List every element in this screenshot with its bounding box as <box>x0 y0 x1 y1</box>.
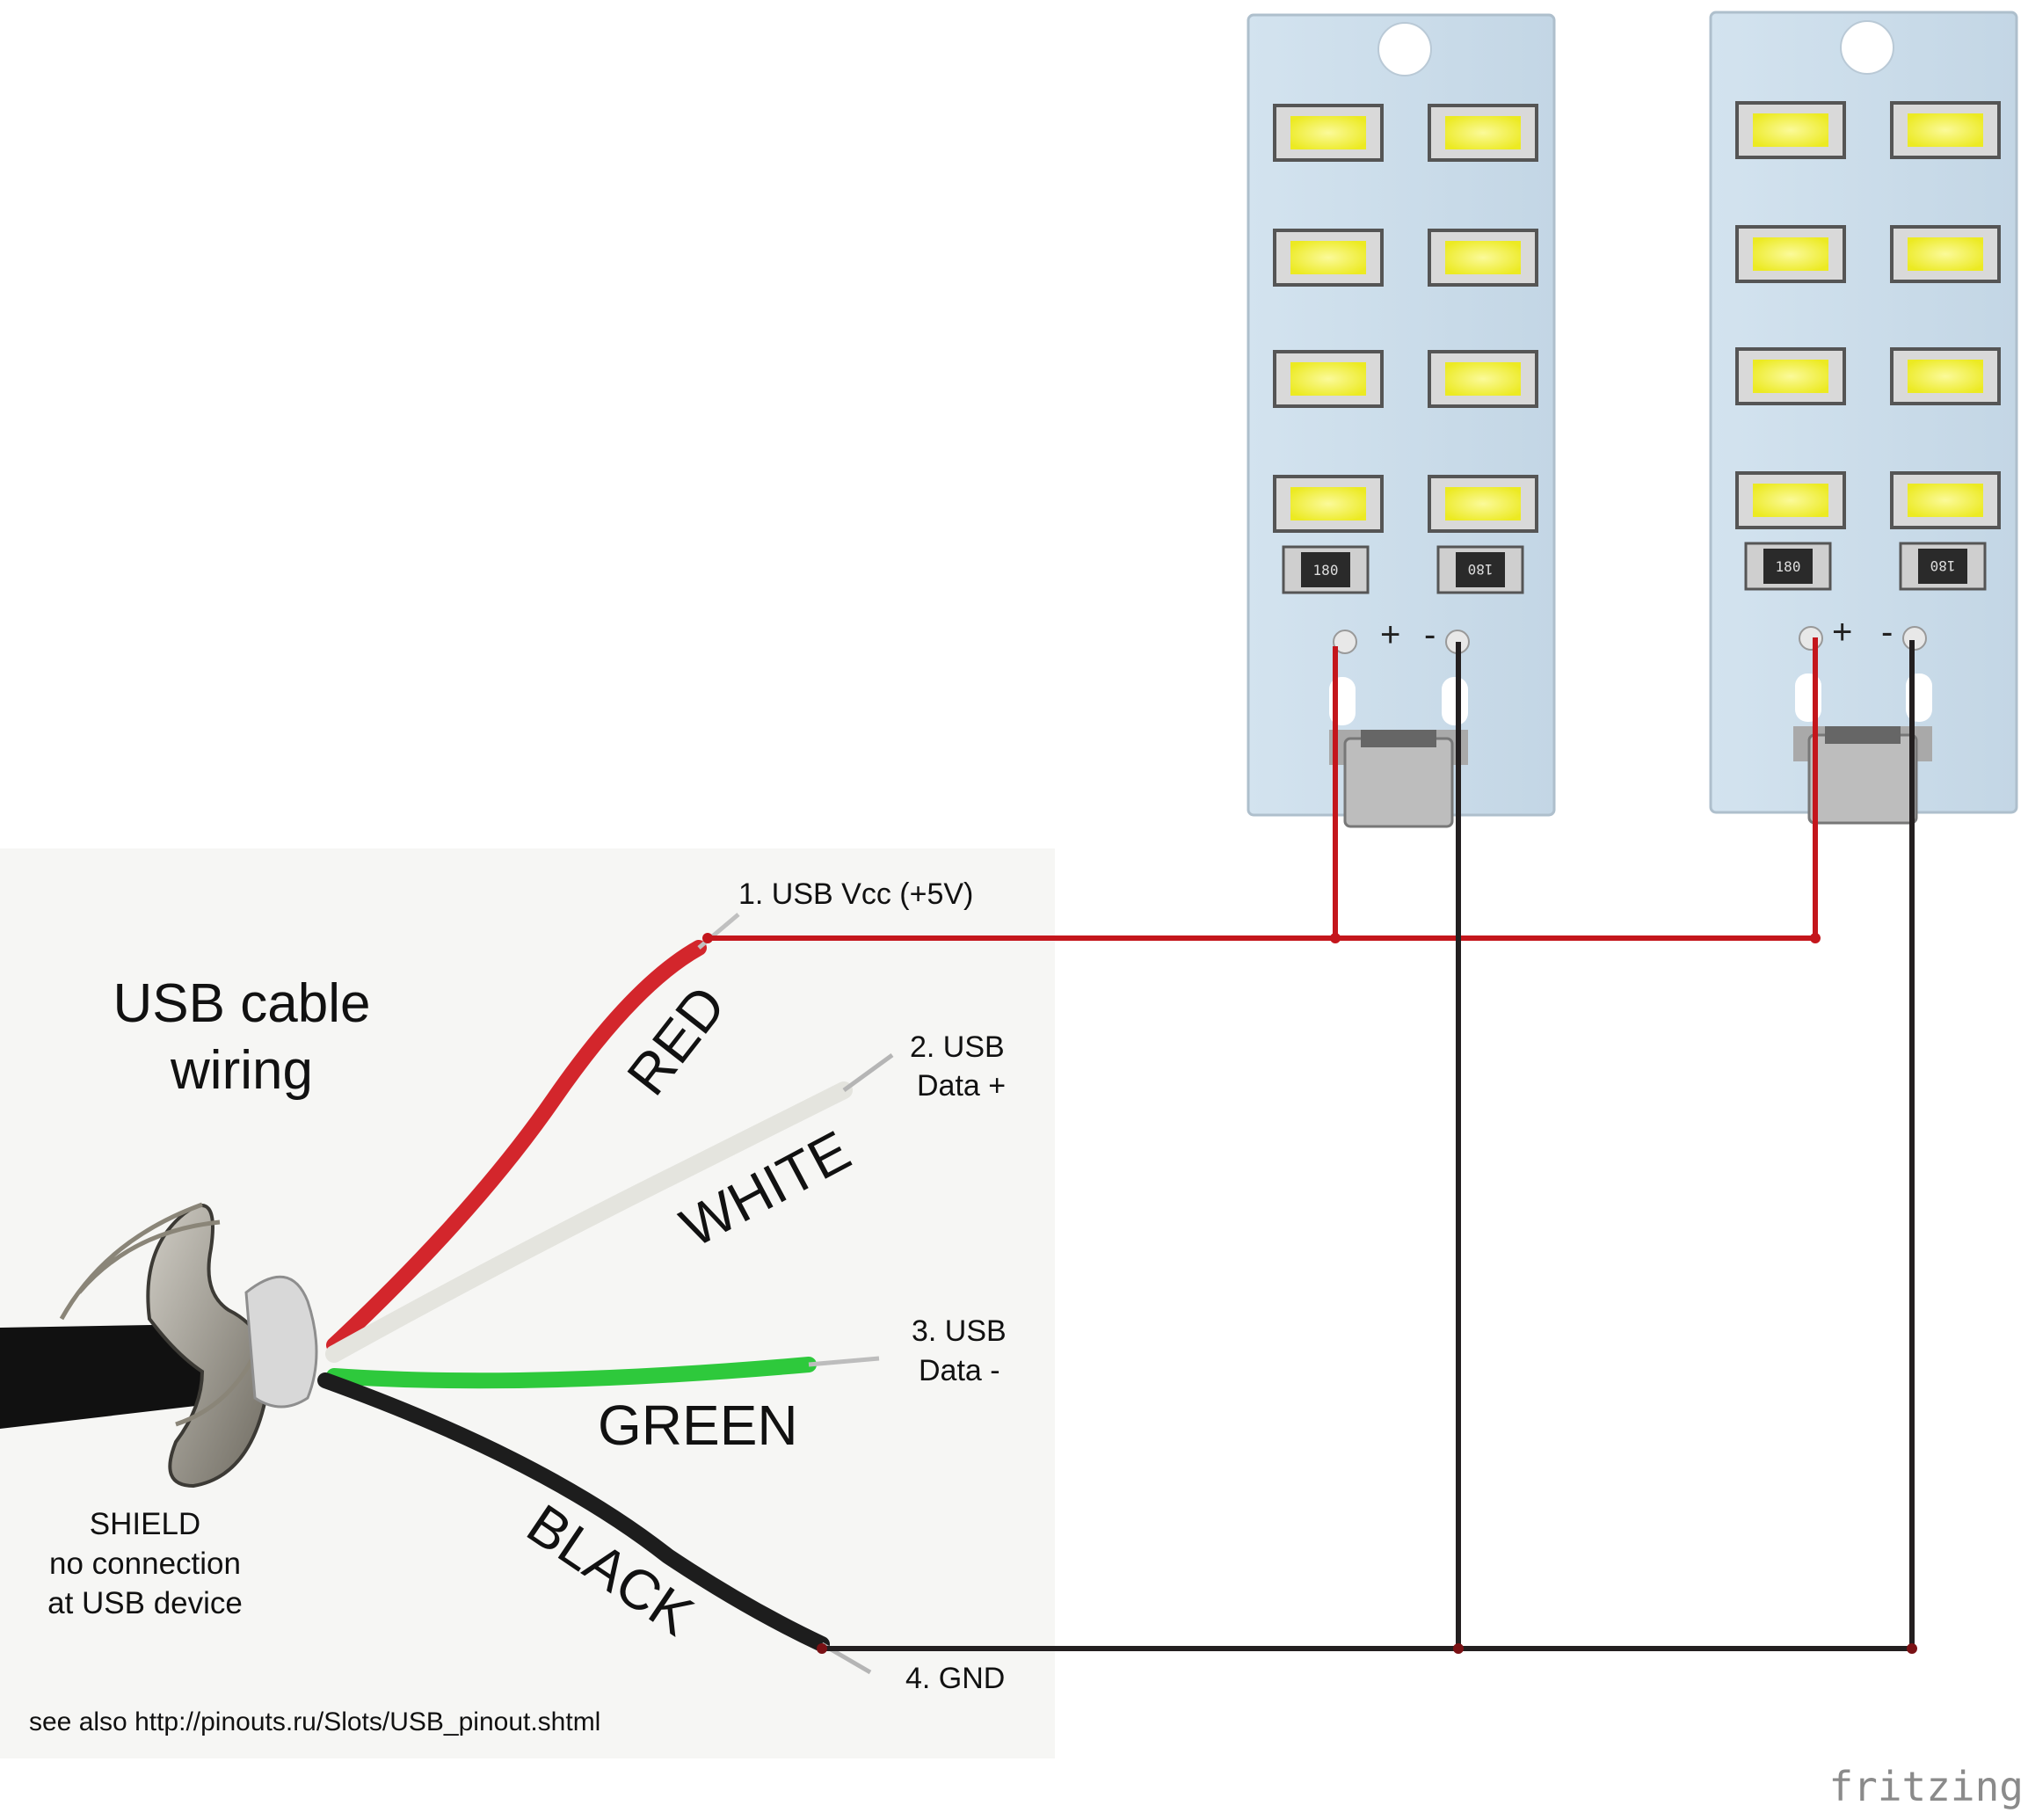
green-wire <box>326 1357 817 1389</box>
fritzing-logo: fritzing <box>1828 1763 2024 1810</box>
minus-label: - <box>1881 613 1893 652</box>
pin-label-data-plus-line-1: 2. USB <box>910 1030 1005 1064</box>
led <box>1890 347 2001 405</box>
shield-note-line-2: no connection <box>49 1547 241 1581</box>
red-wire <box>326 940 707 1353</box>
vcc-junction <box>1330 933 1341 943</box>
led <box>1890 101 2001 159</box>
pin-label-data-plus-line-2: Data + <box>917 1069 1006 1103</box>
shield-braid-strands <box>59 1202 258 1427</box>
diagram-title-line-2: wiring <box>170 1040 313 1101</box>
white-wire <box>325 1081 853 1363</box>
led-board-1: 180 180 + - <box>1247 13 1556 828</box>
plus-pad <box>1333 630 1357 654</box>
led <box>1428 350 1538 408</box>
usb-cable <box>0 913 894 1675</box>
led-array-2 <box>1735 101 2001 529</box>
led <box>1428 104 1538 162</box>
pin-label-data-minus-line-2: Data - <box>919 1354 1000 1387</box>
led <box>1428 475 1538 533</box>
resistor-code: 180 <box>1930 557 1956 574</box>
pin-label-gnd: 4. GND <box>905 1662 1005 1695</box>
shield-note-line-1: SHIELD <box>90 1507 200 1541</box>
pin-label-data-minus-line-1: 3. USB <box>912 1314 1007 1348</box>
gnd-net <box>817 640 1917 1654</box>
foil-shield <box>244 1275 318 1409</box>
resistor-right: 180 <box>1436 545 1524 594</box>
green-wire-tip <box>808 1356 880 1367</box>
white-wire-tip <box>842 1052 894 1093</box>
gnd-junction <box>817 1643 827 1654</box>
mounting-hole-2 <box>1840 20 1894 75</box>
gnd-junction <box>1907 1643 1917 1654</box>
resistor-left: 180 <box>1282 545 1370 594</box>
plus-label: + <box>1832 613 1852 652</box>
resistor-code: 180 <box>1468 561 1494 578</box>
led <box>1890 471 2001 529</box>
pin-label-vcc: 1. USB Vcc (+5V) <box>738 877 973 911</box>
vcc-wire <box>708 637 1818 941</box>
led-board-2: 180 180 + - <box>1709 11 2018 825</box>
led <box>1273 350 1384 408</box>
led <box>1735 471 1846 529</box>
gnd-wire <box>822 640 1915 1651</box>
mounting-hole-1 <box>1377 22 1432 76</box>
shield-note-line-3: at USB device <box>47 1586 243 1620</box>
black-wire <box>317 1372 830 1652</box>
led <box>1428 229 1538 287</box>
pcb-slot <box>1442 677 1468 725</box>
resistor-code: 180 <box>1776 558 1801 575</box>
resistor-right: 180 <box>1899 542 1987 591</box>
minus-label: - <box>1424 615 1436 654</box>
led-array-1 <box>1273 104 1538 533</box>
led <box>1890 225 2001 283</box>
led <box>1273 475 1384 533</box>
micro-usb-connector-1 <box>1329 730 1468 828</box>
vcc-junction <box>1810 933 1821 943</box>
diagram-title-line-1: USB cable <box>113 973 371 1034</box>
plus-pad <box>1799 626 1823 651</box>
led <box>1273 104 1384 162</box>
plus-label: + <box>1380 615 1400 654</box>
resistor-left: 180 <box>1744 542 1832 591</box>
vcc-net <box>702 637 1821 943</box>
gnd-junction <box>1453 1643 1464 1654</box>
wire-label-green: GREEN <box>598 1394 798 1457</box>
resistor-code: 180 <box>1313 562 1339 579</box>
vcc-junction <box>702 933 713 943</box>
led <box>1735 347 1846 405</box>
reference-link-text: see also http://pinouts.ru/Slots/USB_pin… <box>29 1707 600 1736</box>
led <box>1273 229 1384 287</box>
led <box>1735 101 1846 159</box>
led <box>1735 225 1846 283</box>
